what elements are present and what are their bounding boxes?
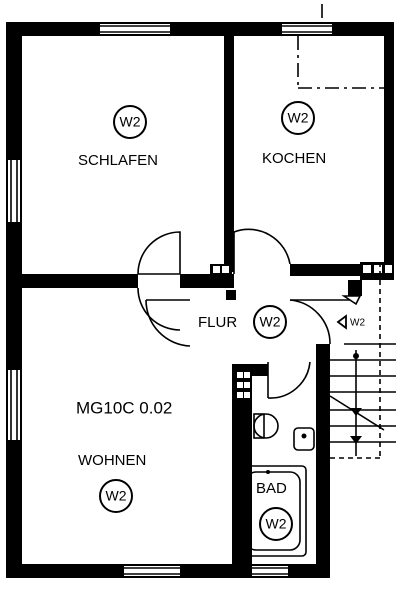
room-marker-bad: W2 (266, 516, 287, 532)
stair-label: W2 (350, 318, 365, 329)
room-name-schlafen: SCHLAFEN (78, 152, 158, 169)
room-bad: BAD W2 (256, 480, 293, 541)
room-name-bad: BAD (256, 480, 287, 497)
stair (297, 4, 396, 460)
room-name-flur: FLUR (198, 314, 237, 331)
room-marker-kochen: W2 (288, 110, 309, 126)
room-wohnen: MG10C 0.02 WOHNEN W2 (76, 398, 172, 513)
column-details (210, 262, 394, 408)
doors (137, 228, 350, 399)
interior-walls (22, 36, 394, 576)
room-marker-flur: W2 (260, 314, 281, 330)
room-marker-wohnen: W2 (106, 488, 127, 504)
room-marker-schlafen: W2 (120, 114, 141, 130)
stair-marker: W2 (336, 314, 365, 330)
room-flur: FLUR W2 (198, 305, 287, 339)
room-schlafen: W2 SCHLAFEN (78, 105, 158, 169)
room-name-kochen: KOCHEN (262, 150, 326, 167)
room-name-wohnen: WOHNEN (78, 452, 146, 469)
room-kochen: W2 KOCHEN (262, 101, 326, 167)
fixtures (239, 413, 315, 557)
unit-id: MG10C 0.02 (76, 398, 172, 417)
windows (8, 24, 332, 576)
